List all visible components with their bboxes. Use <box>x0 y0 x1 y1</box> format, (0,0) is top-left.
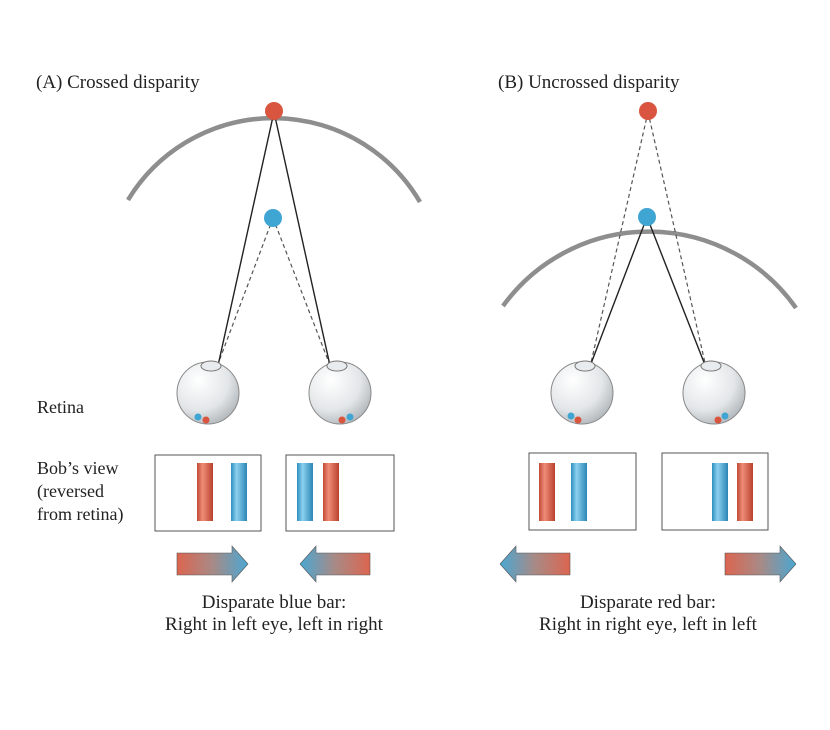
red-bar <box>737 463 753 521</box>
retina-blue-dot <box>346 413 354 421</box>
retina-red-dot <box>574 416 582 424</box>
arrow-left <box>499 545 571 583</box>
red-far-point <box>639 102 657 120</box>
blue-near-point <box>264 209 282 227</box>
horopter-arc <box>126 115 422 204</box>
retina-red-dot <box>714 416 722 424</box>
retina-label: Retina <box>37 397 84 417</box>
red-bar <box>323 463 339 521</box>
dashed-line-right <box>647 111 719 421</box>
panel-b-caption-line2: Right in right eye, left in left <box>539 614 758 635</box>
panel-a-title: (A) Crossed disparity <box>36 72 200 93</box>
retina-blue-dot <box>567 412 575 420</box>
red-bar <box>539 463 555 521</box>
arrow-left <box>299 545 371 583</box>
arrow-right <box>176 545 249 583</box>
blue-fixation-point <box>638 208 656 226</box>
left-eye <box>176 360 240 425</box>
retina-blue-dot <box>194 413 202 421</box>
bobs-view-label-line1: Bob’s view <box>37 458 119 478</box>
blue-bar <box>297 463 313 521</box>
panel-b: (B) Uncrossed disparity <box>498 72 798 635</box>
blue-bar <box>571 463 587 521</box>
arrow-right <box>724 545 797 583</box>
panel-a: (A) Crossed disparity <box>36 72 422 635</box>
blue-bar <box>712 463 728 521</box>
blue-bar <box>231 463 247 521</box>
right-eye <box>308 360 372 425</box>
retina-red-dot <box>338 416 346 424</box>
red-fixation-point <box>265 102 283 120</box>
retina-red-dot <box>202 416 210 424</box>
right-eye <box>682 360 746 425</box>
panel-a-caption-line2: Right in left eye, left in right <box>165 614 384 635</box>
panel-b-title: (B) Uncrossed disparity <box>498 72 680 93</box>
panel-b-caption-line1: Disparate red bar: <box>580 592 716 613</box>
bobs-view-label-line3: from retina) <box>37 504 123 525</box>
horopter-arc <box>501 229 798 310</box>
left-eye <box>550 360 614 425</box>
red-bar <box>197 463 213 521</box>
dashed-line-left <box>577 111 649 421</box>
panel-a-caption-line1: Disparate blue bar: <box>202 592 347 613</box>
retina-blue-dot <box>721 412 729 420</box>
bobs-view-label-line2: (reversed <box>37 481 104 502</box>
